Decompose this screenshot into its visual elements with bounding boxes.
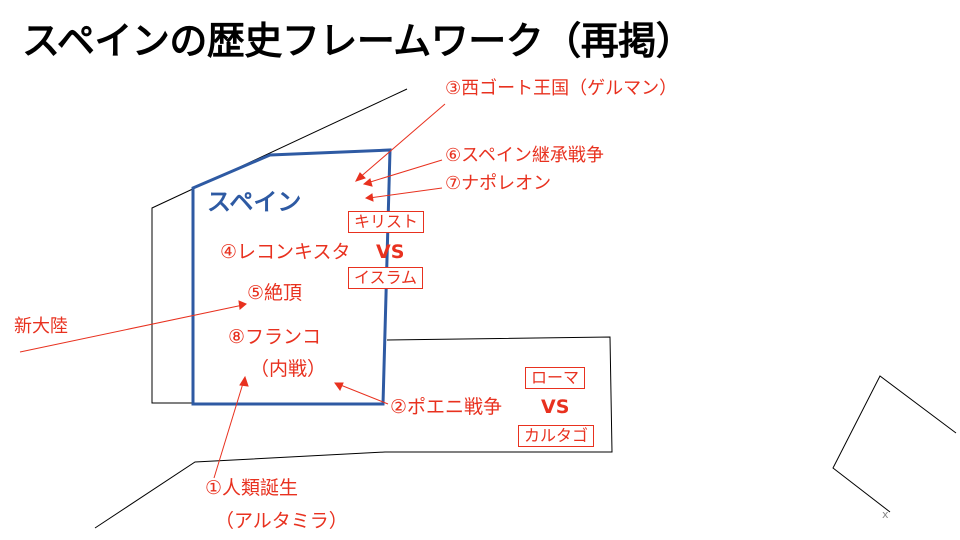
arrowhead-visigoths — [355, 172, 366, 182]
arrowhead-new-continent — [238, 300, 247, 310]
label-punic-vs: VS — [541, 396, 570, 418]
label-civil-war: （内戦） — [250, 358, 327, 380]
islam-box: イスラム — [348, 267, 424, 289]
arrowhead-succession-war — [362, 178, 373, 187]
label-succession-war: ⑥スペイン継承戦争 — [445, 145, 604, 166]
label-visigoths: ③西ゴート王国（ゲルマン） — [445, 78, 678, 99]
label-altamira: （アルタミラ） — [215, 510, 348, 532]
arrow-new-continent — [19, 304, 244, 353]
christ-box: キリスト — [348, 211, 425, 233]
arrow-human-birth — [213, 379, 245, 479]
arrowhead-punic-wars — [334, 382, 344, 392]
label-franco: ⑧フランコ — [228, 326, 322, 348]
label-human-birth: ①人類誕生 — [205, 477, 299, 499]
arrowhead-human-birth — [239, 375, 249, 387]
label-new-continent: 新大陸 — [14, 316, 68, 337]
label-reconquista-vs: VS — [376, 241, 405, 263]
europe-outline — [151, 88, 408, 404]
corner-shape-outline — [832, 375, 957, 513]
corner-mark: x — [882, 508, 889, 521]
page-title: スペインの歴史フレームワーク（再掲） — [22, 19, 694, 63]
label-peak: ⑤絶頂 — [247, 282, 303, 304]
spain-region-label: スペイン — [207, 188, 302, 216]
arrow-napoleon — [368, 187, 443, 199]
label-punic-wars: ②ポエニ戦争 — [390, 396, 503, 418]
arrow-punic-wars — [337, 383, 389, 405]
arrow-succession-war — [366, 159, 443, 184]
label-reconquista: ④レコンキスタ — [220, 241, 351, 263]
arrow-visigoths — [357, 103, 446, 180]
arrowhead-napoleon — [364, 193, 374, 202]
label-napoleon: ⑦ナポレオン — [445, 173, 552, 194]
carthage-box: カルタゴ — [518, 425, 595, 447]
rome-box: ローマ — [525, 367, 586, 389]
africa-outline — [94, 336, 613, 529]
